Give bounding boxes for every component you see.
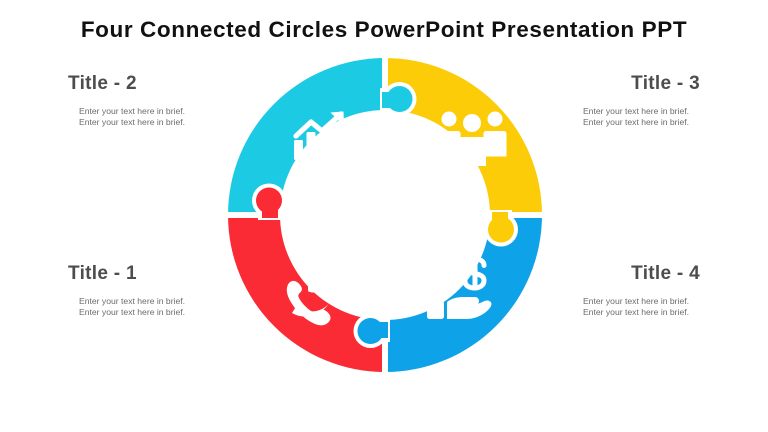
people-group-icon (437, 111, 507, 166)
callout-title-2-line-1: Enter your text here in brief. (79, 105, 186, 116)
callout-title-4-heading: Title - 4 (631, 263, 700, 284)
callout-title-1-line-2: Enter your text here in brief. (79, 307, 186, 318)
segment-bottom-right[interactable] (357, 210, 543, 372)
puzzle-wheel-diagram (222, 52, 548, 378)
callout-title-3: Title - 3 Enter your text here in brief.… (485, 73, 700, 129)
segment-bottom-right-knob-neck-fill (492, 212, 508, 224)
callout-title-4: Title - 4 Enter your text here in brief.… (485, 263, 700, 319)
seam-bottom-inner (382, 310, 388, 322)
center-hole (333, 163, 437, 267)
callout-title-3-line-2: Enter your text here in brief. (582, 117, 689, 128)
callout-title-2-heading: Title - 2 (68, 73, 137, 94)
seam-left-inner (278, 212, 290, 218)
left-joint-knob-neck-fill (262, 206, 278, 218)
segment-top-right-knob-neck-fill (382, 92, 394, 108)
segment-bottom-right-body (385, 215, 542, 372)
puzzle-segments (228, 58, 542, 372)
callout-title-4-line-2: Enter your text here in brief. (582, 307, 689, 318)
seam-right-outer (510, 212, 542, 218)
hand-dollar-icon (427, 256, 492, 319)
seam-right-inner (480, 212, 492, 218)
callout-title-3-heading: Title - 3 (631, 73, 700, 94)
bar-chart-growth-icon (293, 111, 344, 160)
segment-bottom-left-body (228, 215, 385, 372)
callout-title-1: Title - 1 Enter your text here in brief.… (68, 263, 283, 319)
callout-title-1-heading: Title - 1 (68, 263, 137, 284)
segment-top-right-body (385, 58, 542, 215)
callout-title-1-line-1: Enter your text here in brief. (79, 295, 186, 306)
callout-title-2: Title - 2 Enter your text here in brief.… (68, 73, 283, 129)
seam-top-upper (382, 58, 388, 90)
phone-clock-icon (286, 263, 334, 326)
seam-bottom-outer (382, 340, 388, 372)
callout-title-2-line-2: Enter your text here in brief. (79, 117, 186, 128)
callout-title-4-line-1: Enter your text here in brief. (582, 295, 689, 306)
page-title: Four Connected Circles PowerPoint Presen… (80, 17, 688, 42)
left-joint-detail (228, 183, 290, 220)
seam-top-lower (382, 108, 388, 120)
callout-title-3-line-1: Enter your text here in brief. (582, 105, 689, 116)
seam-left-outer (228, 212, 260, 218)
segment-bottom-left-knob-neck-fill (376, 322, 388, 338)
